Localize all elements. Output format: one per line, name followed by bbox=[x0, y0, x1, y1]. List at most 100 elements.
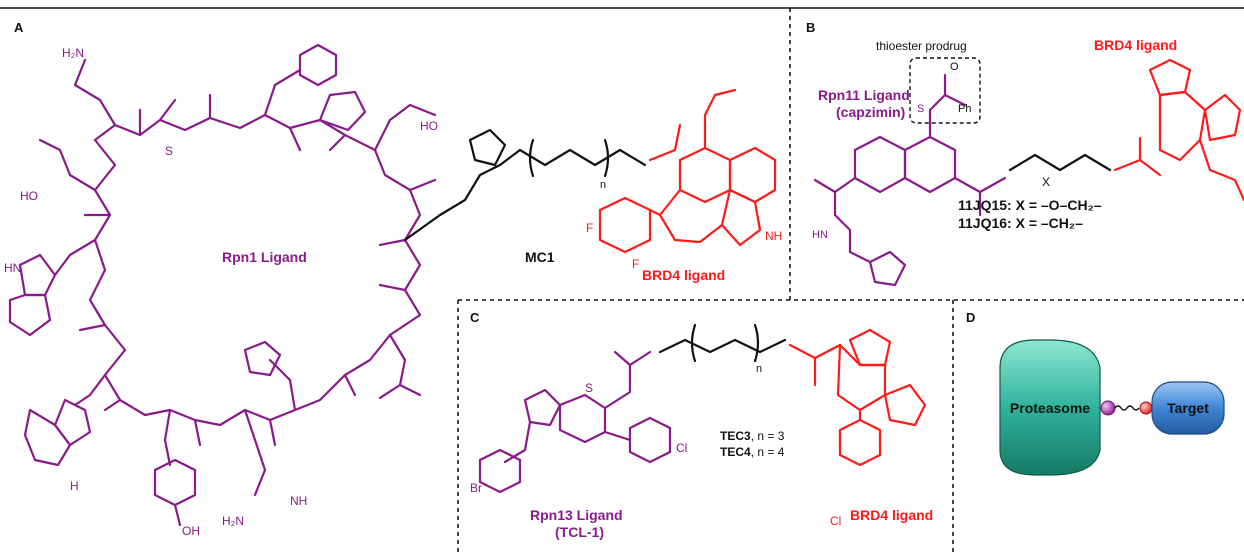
phe-ring bbox=[298, 43, 338, 87]
tcl1-benzyl bbox=[503, 420, 532, 464]
trp1-benzo bbox=[8, 293, 52, 337]
tyr-oh bbox=[173, 503, 182, 527]
atom-nh-trp2: H bbox=[70, 479, 79, 493]
c-atom-cl: Cl bbox=[676, 441, 687, 455]
carbonyl-6 bbox=[103, 398, 202, 447]
leu-sidechain bbox=[378, 333, 422, 400]
b-atom-o: O bbox=[950, 61, 959, 73]
tcl1-bromophenyl bbox=[478, 448, 522, 494]
target-shape bbox=[1151, 381, 1225, 435]
brd4-sulfonyl bbox=[703, 88, 737, 150]
thiazole-chain bbox=[833, 213, 872, 264]
c-atom-n-sub: n bbox=[756, 363, 762, 375]
brd4-fluoropyridine bbox=[598, 196, 652, 254]
target-label: Target bbox=[1167, 400, 1209, 416]
panel-d: D Proteasome Target bbox=[966, 310, 1225, 476]
tec3-label: TEC3, n = 3 bbox=[720, 429, 785, 443]
carbonyl-7 bbox=[78, 213, 112, 332]
panel-a: A bbox=[4, 20, 782, 538]
tec3-n: , n = 3 bbox=[751, 429, 785, 443]
rpn13-ligand-label: Rpn13 Ligand bbox=[530, 507, 623, 523]
tyr-ring bbox=[153, 458, 197, 507]
atom-h2n-arg: H₂N bbox=[222, 514, 244, 528]
cmpd-11jq16: 11JQ16: X = –CH₂– bbox=[958, 215, 1083, 231]
his-sidechain bbox=[268, 358, 297, 412]
c-atom-cl-red: Cl bbox=[830, 514, 841, 528]
tec3-name: TEC3 bbox=[720, 429, 751, 443]
c-jq1-triazole bbox=[848, 328, 892, 367]
brd4-pyrrole bbox=[720, 188, 762, 247]
brd4-azepine bbox=[658, 188, 724, 244]
atom-h2n: H₂N bbox=[62, 46, 84, 60]
trp2-benzo bbox=[23, 408, 72, 467]
rpn1-ligand-label: Rpn1 Ligand bbox=[222, 249, 307, 265]
brd4-pyridine-link bbox=[648, 208, 662, 217]
gln-sidechain bbox=[73, 58, 117, 127]
carbonyl-5 bbox=[268, 373, 357, 447]
atom-hn-trp: HN bbox=[4, 261, 21, 275]
atom-f1: F bbox=[586, 221, 593, 235]
thioester bbox=[928, 73, 967, 139]
b-atom-hn: HN bbox=[812, 229, 828, 241]
tcl1-triazole bbox=[523, 388, 562, 427]
panel-c-letter: C bbox=[470, 310, 480, 325]
trp1-sidechain bbox=[53, 238, 97, 277]
atom-f2: F bbox=[632, 257, 639, 271]
c-jq1-diazepine bbox=[836, 343, 887, 412]
linker-squiggle bbox=[1114, 405, 1140, 411]
carbonyl-2 bbox=[208, 93, 302, 152]
capzimin-label: (capzimin) bbox=[836, 104, 905, 120]
quinoline-ring-a bbox=[853, 135, 907, 194]
prodrug-box bbox=[909, 57, 981, 124]
rpn11-ligand-label: Rpn11 Ligand bbox=[818, 87, 910, 103]
a-brd4-ligand-label: BRD4 ligand bbox=[642, 267, 725, 283]
quinoline-amide-left bbox=[813, 176, 857, 217]
triazole-ring bbox=[468, 128, 507, 167]
c-jq1-thiophene bbox=[883, 383, 927, 427]
target-ligand-ball bbox=[1139, 401, 1153, 415]
tec4-name: TEC4 bbox=[720, 445, 751, 459]
brd4-benzo-ring bbox=[678, 146, 732, 204]
trp1-ring bbox=[18, 253, 57, 297]
panel-a-letter: A bbox=[14, 20, 24, 35]
brd4-amide bbox=[648, 123, 682, 162]
quinoline-ring-b bbox=[903, 135, 957, 194]
carbonyl-4 bbox=[378, 238, 407, 292]
atom-ho-left: HO bbox=[20, 189, 38, 203]
c-atom-s: S bbox=[585, 381, 593, 395]
b-atom-s: S bbox=[917, 103, 924, 115]
jq1-diazepine bbox=[1158, 90, 1207, 162]
trp2-sidechain bbox=[73, 373, 107, 407]
atom-n-peg: n bbox=[600, 179, 606, 191]
quinoline-amide-right bbox=[953, 176, 1007, 217]
panel-d-letter: D bbox=[966, 310, 975, 325]
proteasome-label: Proteasome bbox=[1010, 400, 1090, 416]
atom-s: S bbox=[165, 144, 173, 158]
c-brd4-ligand-label: BRD4 ligand bbox=[850, 507, 933, 523]
tcl1-chlorophenyl-link bbox=[603, 430, 632, 442]
b-linker bbox=[1008, 153, 1112, 172]
panel-c: C TEC3, n = 3 TEC4, n = 4 Rpn13 Ligand (… bbox=[470, 310, 933, 540]
pro-ring bbox=[318, 90, 367, 132]
proteasome-ligand-ball bbox=[1100, 400, 1116, 416]
mc1-label: MC1 bbox=[525, 249, 555, 265]
c-linker bbox=[658, 338, 787, 354]
tcl1-chlorophenyl bbox=[628, 416, 672, 464]
phe-sidechain bbox=[263, 68, 302, 117]
jq1-thiophene bbox=[1203, 93, 1242, 142]
arg-sidechain bbox=[243, 408, 267, 497]
tcl1-acetyl bbox=[603, 350, 652, 410]
his-ring bbox=[243, 340, 282, 377]
asp2-sidechain bbox=[38, 138, 97, 192]
jq1-acetamide bbox=[1113, 136, 1162, 177]
b-atom-ph: Ph bbox=[958, 103, 971, 115]
jq1-chlorophenyl bbox=[1198, 138, 1244, 202]
tyr-sidechain bbox=[163, 408, 172, 467]
thiazole-ring bbox=[868, 250, 907, 287]
trp2-ring bbox=[53, 398, 92, 447]
b-brd4-ligand-label: BRD4 ligand bbox=[1094, 37, 1177, 53]
atom-nh-pyrrole: NH bbox=[765, 229, 782, 243]
c-jq1-chlorophenyl bbox=[838, 418, 882, 467]
linker-chain bbox=[403, 148, 647, 242]
carbonyl-3 bbox=[328, 133, 437, 192]
